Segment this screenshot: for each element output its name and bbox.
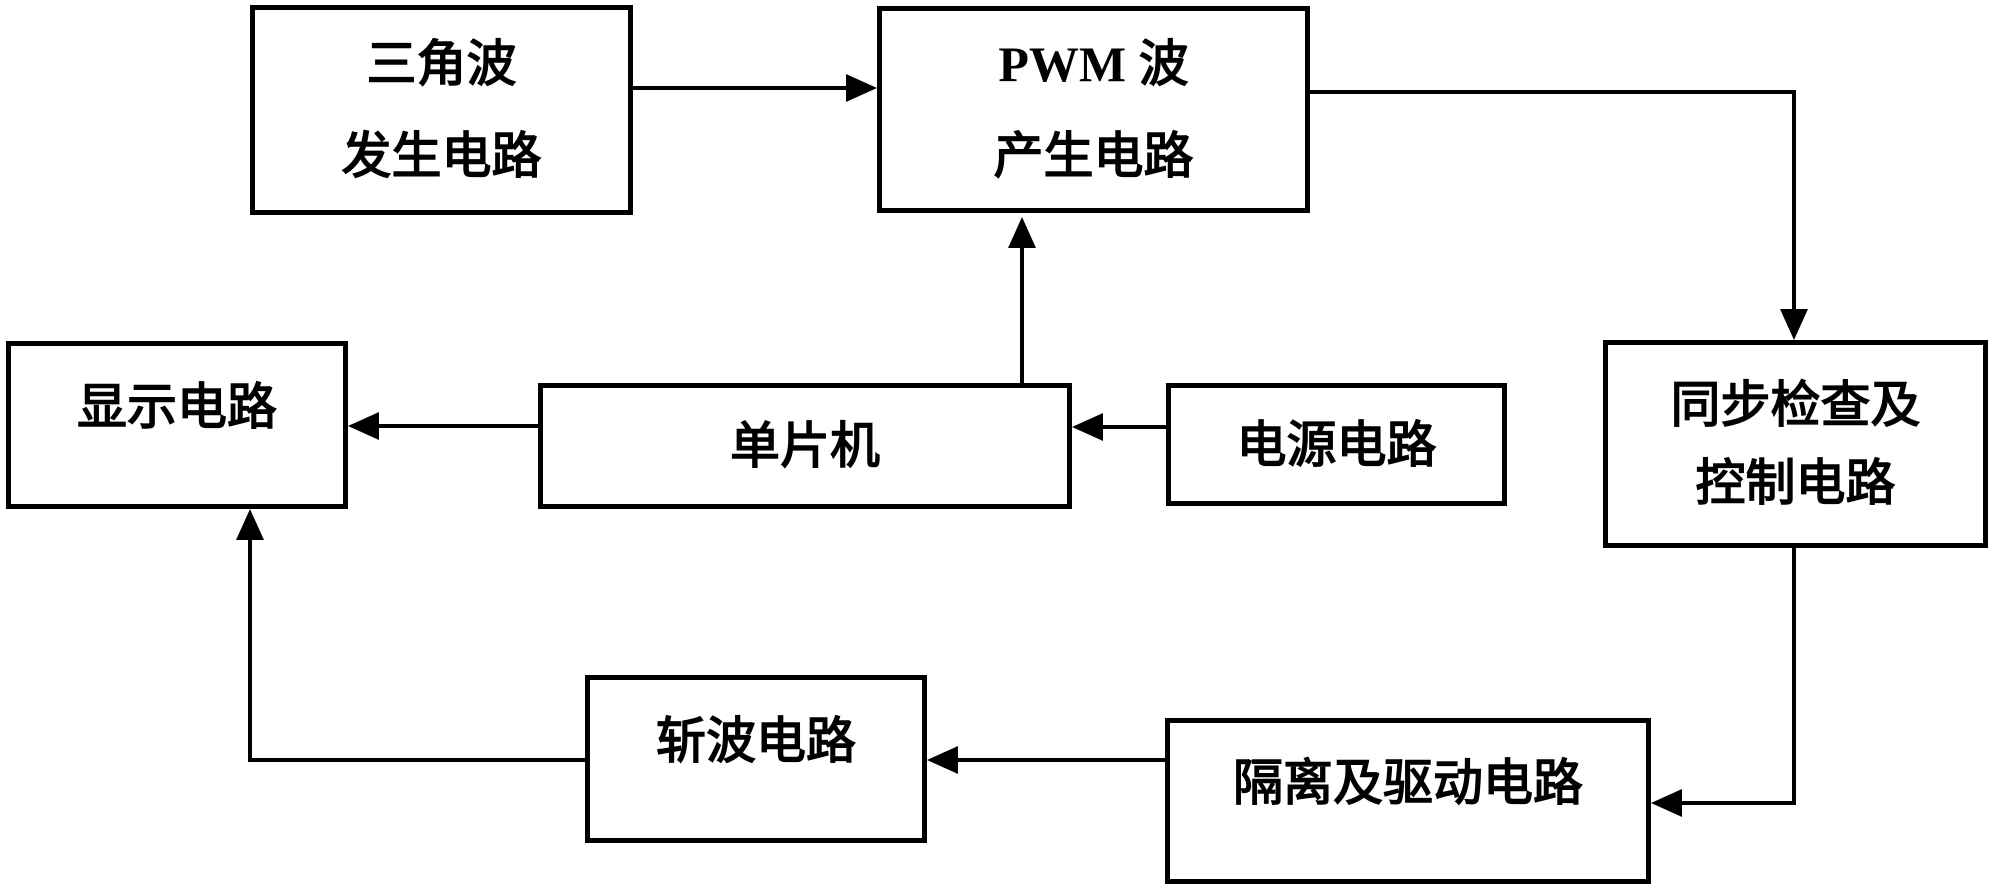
node-power-supply-circuit-label: 电源电路 [1236,416,1437,473]
node-power-supply-circuit: 电源电路 [1166,383,1507,506]
node-pwm-wave-generator-label: PWM 波 产生电路 [993,35,1194,184]
edge-pwm-to-sync-line [1310,90,1796,312]
node-display-circuit-label: 显示电路 [77,379,277,435]
edge-mcu-to-pwm-arrowhead [1008,217,1036,248]
edge-pwm-to-sync-arrowhead [1780,309,1808,340]
node-chopper-circuit-label: 斩波电路 [656,713,856,769]
edge-mcu-to-display-arrowhead [348,412,379,440]
edge-sync-to-isolation-line [1679,548,1796,805]
edge-power-to-mcu-arrowhead [1072,413,1103,441]
node-chopper-circuit: 斩波电路 [585,675,927,843]
node-microcontroller: 单片机 [538,383,1072,509]
node-display-circuit: 显示电路 [6,341,348,509]
edge-isolation-to-chopper-arrowhead [927,746,958,774]
node-isolation-drive-circuit: 隔离及驱动电路 [1165,718,1651,884]
node-sync-check-control-circuit-label: 同步检查及 控制电路 [1670,377,1921,511]
node-isolation-drive-circuit-label: 隔离及驱动电路 [1233,755,1583,811]
node-sync-check-control-circuit: 同步检查及 控制电路 [1603,340,1988,548]
node-microcontroller-label: 单片机 [730,418,880,474]
node-triangle-wave-generator-label: 三角波 发生电路 [341,36,542,184]
edge-triangle-to-pwm-arrowhead [846,74,877,102]
node-triangle-wave-generator: 三角波 发生电路 [250,5,633,215]
edge-chopper-to-display-arrowhead [236,509,264,540]
edge-chopper-to-display-line [248,537,585,762]
node-pwm-wave-generator: PWM 波 产生电路 [877,6,1310,213]
edge-sync-to-isolation-arrowhead [1651,789,1682,817]
